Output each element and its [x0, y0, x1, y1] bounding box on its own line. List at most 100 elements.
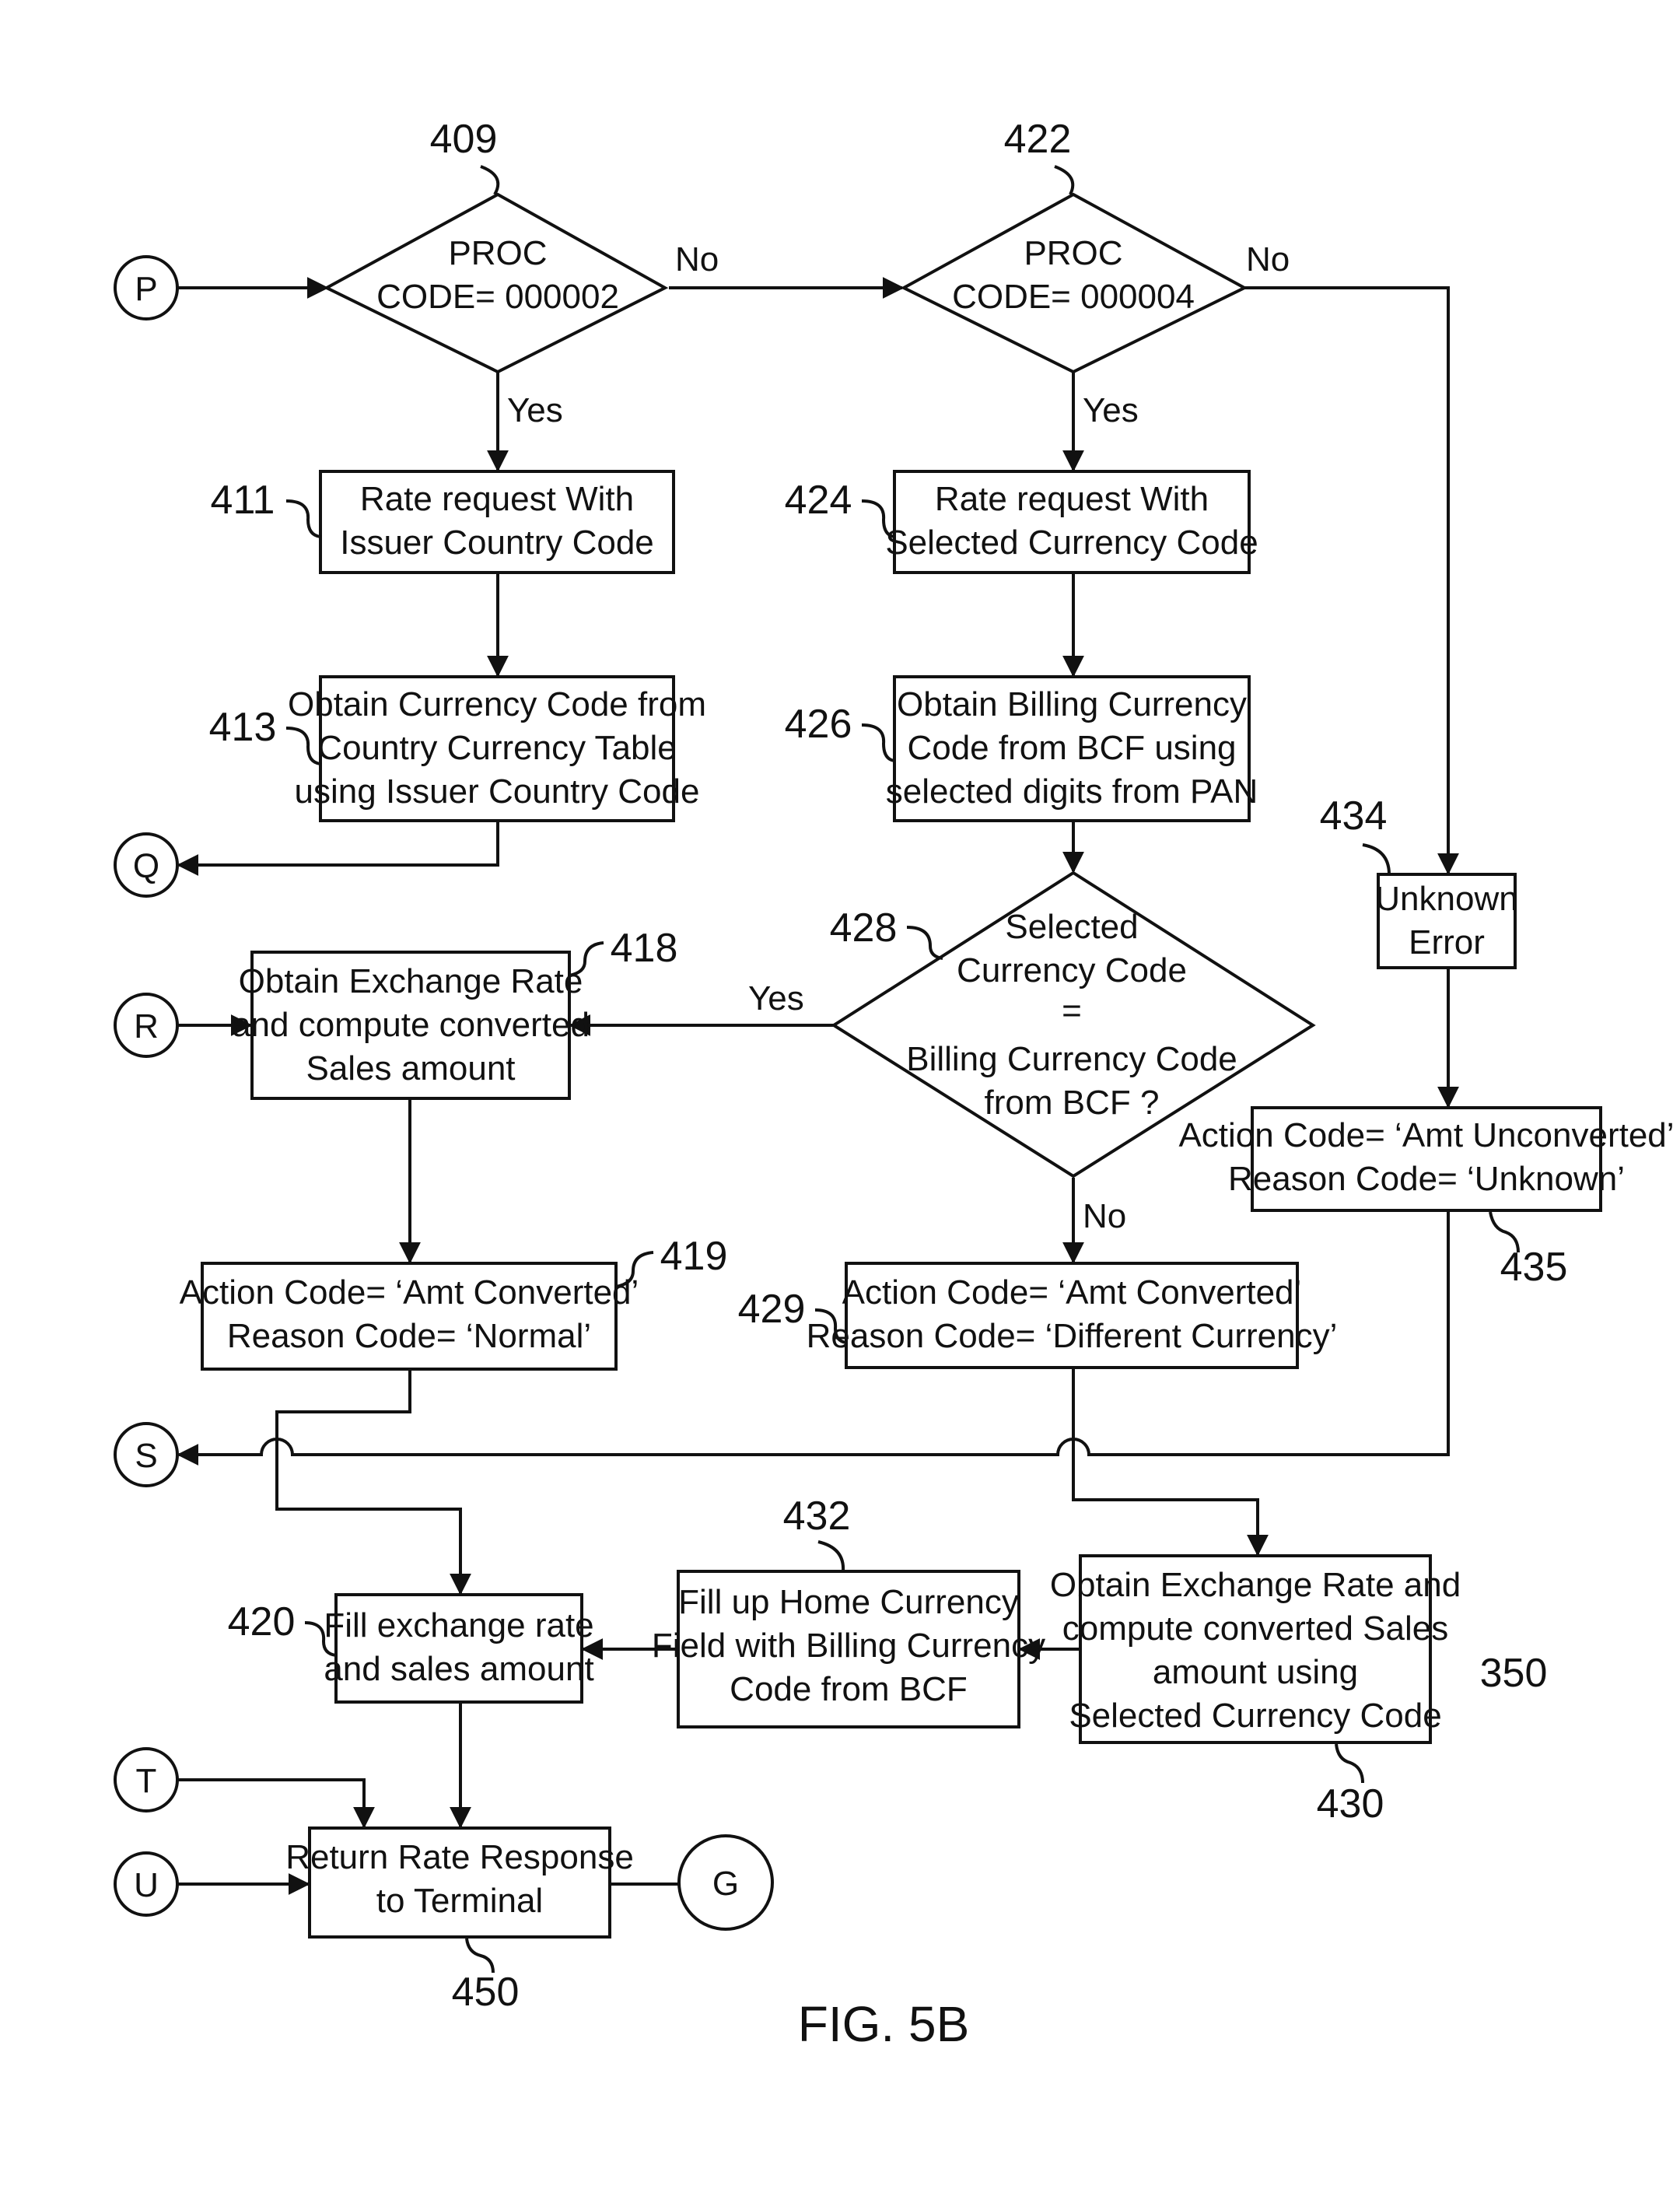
edge-t-to-450: [177, 1780, 364, 1826]
box-418-line-2: and compute converted: [232, 1006, 590, 1044]
ref-435: 435: [1500, 1245, 1568, 1290]
ref-418: 418: [611, 926, 678, 971]
ref-420: 420: [228, 1599, 296, 1644]
connector-s: S: [115, 1424, 177, 1486]
ref-426: 426: [785, 702, 852, 747]
box-432: Fill up Home Currency Field with Billing…: [652, 1571, 1045, 1727]
box-413-line-2: Country Currency Table: [317, 729, 676, 767]
connector-r-label: R: [134, 1007, 159, 1045]
decision-422-line-1: PROC: [1024, 234, 1122, 272]
leader-430: [1336, 1744, 1363, 1783]
connector-q: Q: [115, 834, 177, 896]
connector-t: T: [115, 1749, 177, 1811]
ref-428: 428: [830, 905, 898, 951]
box-429-line-1: Action Code= ‘Amt Converted’: [842, 1273, 1302, 1312]
edge-label-422-yes: Yes: [1083, 391, 1139, 429]
edge-label-422-no: No: [1246, 240, 1290, 278]
box-420-line-2: and sales amount: [324, 1650, 593, 1688]
edge-429-to-430: [1073, 1369, 1258, 1554]
box-430-line-4: Selected Currency Code: [1069, 1697, 1441, 1735]
box-411: Rate request With Issuer Country Code: [320, 471, 674, 573]
connector-u: U: [115, 1853, 177, 1915]
decision-409-line-2: CODE= 000002: [376, 278, 619, 316]
decision-409-line-1: PROC: [448, 234, 547, 272]
box-450: Return Rate Response to Terminal: [285, 1828, 634, 1937]
ref-409: 409: [430, 117, 498, 162]
ref-419: 419: [660, 1234, 728, 1279]
box-419-line-1: Action Code= ‘Amt Converted’: [180, 1273, 639, 1312]
ref-350: 350: [1480, 1651, 1548, 1696]
leader-409: [481, 166, 498, 194]
connector-q-label: Q: [133, 847, 159, 885]
decision-409: PROC CODE= 000002: [327, 194, 665, 372]
ref-430: 430: [1317, 1781, 1384, 1826]
leader-413: [286, 728, 320, 764]
box-426-line-2: Code from BCF using: [907, 729, 1236, 767]
decision-428-line-4: Billing Currency Code: [906, 1040, 1237, 1078]
box-430-line-1: Obtain Exchange Rate and: [1050, 1566, 1461, 1604]
box-413-line-1: Obtain Currency Code from: [288, 685, 706, 723]
box-434: Unknown Error: [1375, 874, 1517, 968]
box-430-line-3: amount using: [1153, 1653, 1358, 1691]
ref-422: 422: [1004, 117, 1072, 162]
box-411-line-2: Issuer Country Code: [340, 524, 654, 562]
box-413: Obtain Currency Code from Country Curren…: [288, 677, 706, 821]
box-426: Obtain Billing Currency Code from BCF us…: [886, 677, 1258, 821]
box-432-line-2: Field with Billing Currency: [652, 1627, 1045, 1665]
box-424-line-1: Rate request With: [935, 480, 1209, 518]
box-419-line-2: Reason Code= ‘Normal’: [227, 1317, 591, 1355]
ref-413: 413: [209, 705, 277, 750]
box-411-line-1: Rate request With: [360, 480, 634, 518]
box-419: Action Code= ‘Amt Converted’ Reason Code…: [180, 1263, 639, 1369]
box-432-line-1: Fill up Home Currency: [678, 1583, 1019, 1621]
decision-422: PROC CODE= 000004: [904, 194, 1244, 372]
box-430-line-2: compute converted Sales: [1062, 1609, 1449, 1648]
box-435: Action Code= ‘Amt Unconverted’ Reason Co…: [1178, 1108, 1674, 1210]
connector-s-label: S: [135, 1437, 157, 1475]
box-450-line-1: Return Rate Response: [285, 1838, 634, 1876]
connector-r: R: [115, 994, 177, 1056]
decision-428-line-3: =: [1062, 992, 1082, 1030]
edge-label-409-no: No: [675, 240, 719, 278]
connector-p: P: [115, 257, 177, 319]
box-424-line-2: Selected Currency Code: [885, 524, 1258, 562]
box-418-line-1: Obtain Exchange Rate: [239, 962, 583, 1000]
box-426-line-3: selected digits from PAN: [886, 772, 1258, 811]
connector-g-label: G: [712, 1865, 739, 1903]
box-420: Fill exchange rate and sales amount: [324, 1595, 593, 1702]
leader-432: [818, 1542, 843, 1571]
edge-419-to-420: [277, 1371, 460, 1593]
ref-434: 434: [1320, 793, 1388, 839]
box-432-line-3: Code from BCF: [730, 1670, 968, 1708]
ref-450: 450: [452, 1970, 520, 2015]
edge-413-to-q: [179, 822, 498, 865]
edge-label-409-yes: Yes: [507, 391, 563, 429]
box-434-line-1: Unknown: [1375, 880, 1517, 918]
decision-428-line-5: from BCF ?: [985, 1084, 1160, 1122]
leader-426: [862, 725, 894, 761]
connector-g: G: [679, 1836, 772, 1929]
decision-422-line-2: CODE= 000004: [952, 278, 1195, 316]
edge-422-no: [1244, 288, 1448, 873]
box-435-line-1: Action Code= ‘Amt Unconverted’: [1178, 1116, 1674, 1154]
edge-label-428-no: No: [1083, 1197, 1126, 1235]
box-434-line-2: Error: [1409, 923, 1485, 961]
ref-429: 429: [738, 1287, 806, 1332]
ref-411: 411: [211, 478, 275, 523]
box-429-line-2: Reason Code= ‘Different Currency’: [807, 1317, 1338, 1355]
ref-432: 432: [783, 1494, 851, 1539]
box-424: Rate request With Selected Currency Code: [885, 471, 1258, 573]
box-420-line-1: Fill exchange rate: [324, 1606, 593, 1644]
box-435-line-2: Reason Code= ‘Unknown’: [1228, 1160, 1625, 1198]
box-418: Obtain Exchange Rate and compute convert…: [232, 952, 590, 1098]
leader-422: [1055, 166, 1073, 194]
leader-428: [907, 927, 943, 958]
decision-428-line-2: Currency Code: [957, 951, 1187, 989]
edge-label-428-yes: Yes: [748, 979, 804, 1017]
box-430: Obtain Exchange Rate and compute convert…: [1050, 1556, 1461, 1742]
leader-411: [286, 501, 320, 537]
connector-p-label: P: [135, 270, 157, 308]
figure-label: FIG. 5B: [798, 1996, 970, 2052]
box-450-line-2: to Terminal: [376, 1882, 543, 1920]
